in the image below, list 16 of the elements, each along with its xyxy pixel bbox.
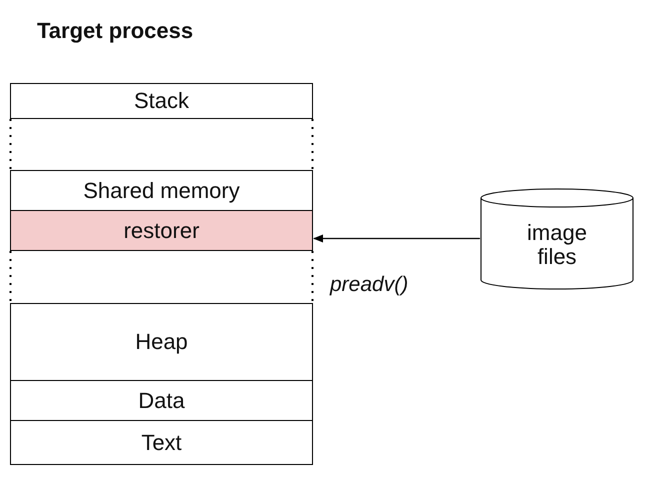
memory-segment — [10, 380, 313, 421]
segment-label: Stack — [134, 88, 190, 114]
segment-label: restorer — [124, 218, 200, 244]
memory-segment — [10, 210, 313, 251]
cylinder-label: image files — [526, 220, 588, 270]
memory-segment — [10, 170, 313, 211]
segment-label: Heap — [135, 329, 188, 355]
segment-label: Text — [141, 430, 182, 456]
memory-segment — [10, 83, 313, 119]
memory-segment — [10, 420, 313, 465]
segment-label: Shared memory — [83, 178, 240, 204]
arrow — [313, 234, 480, 242]
diagram-title: Target process — [37, 18, 194, 44]
memory-segment — [10, 303, 313, 381]
segment-label: Data — [138, 388, 185, 414]
edge-label: preadv() — [330, 273, 408, 297]
